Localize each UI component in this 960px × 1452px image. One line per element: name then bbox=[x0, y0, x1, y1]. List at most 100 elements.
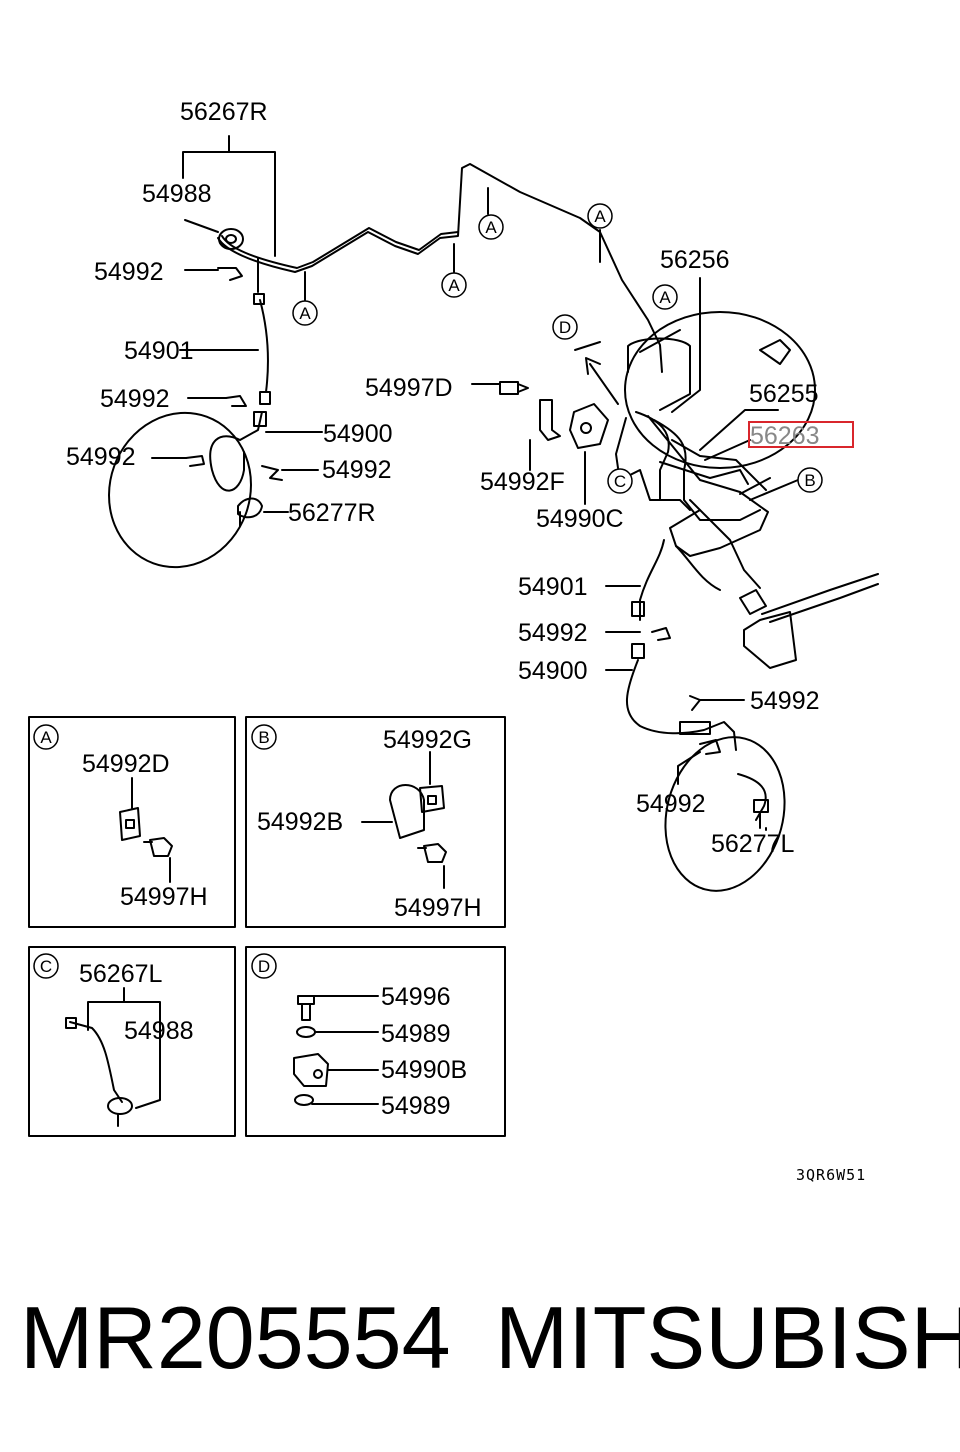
arrow-D-head bbox=[585, 357, 601, 375]
label-56256: 56256 bbox=[660, 246, 730, 274]
label-detD-54996: 54996 bbox=[381, 983, 451, 1011]
label-56277L: 56277L bbox=[711, 830, 795, 858]
rear-clip bbox=[739, 589, 767, 615]
label-56267R: 56267R bbox=[180, 98, 268, 126]
hose-fitting-top-left bbox=[253, 257, 265, 305]
detail-box-B bbox=[245, 716, 506, 928]
bolt-54997D bbox=[499, 381, 529, 395]
washer-detD-2 bbox=[294, 1094, 314, 1106]
callout-A-box-text: A bbox=[40, 728, 52, 747]
callout-A-4 bbox=[587, 203, 613, 229]
label-54988-top: 54988 bbox=[142, 180, 212, 208]
pipe-cluster-5 bbox=[675, 545, 721, 591]
clip-54992-f bbox=[689, 695, 745, 711]
callout-A-5-text: A bbox=[659, 288, 671, 307]
callout-C-main bbox=[607, 468, 633, 494]
clip-detC bbox=[107, 1097, 133, 1115]
leader-56256 bbox=[671, 277, 701, 413]
fitting-detC bbox=[65, 1017, 77, 1029]
label-54992-a: 54992 bbox=[94, 258, 164, 286]
clip-54992-c bbox=[185, 455, 205, 467]
callout-A-5 bbox=[652, 284, 678, 310]
master-cylinder bbox=[627, 337, 691, 411]
block-54990C-hole bbox=[580, 422, 592, 434]
part-number: MR205554 bbox=[20, 1288, 451, 1387]
label-detB-54997H: 54997H bbox=[394, 894, 482, 922]
label-56277R: 56277R bbox=[288, 499, 376, 527]
label-54992-c: 54992 bbox=[66, 443, 136, 471]
hose-54901-left bbox=[257, 277, 269, 393]
label-detA-54992D: 54992D bbox=[82, 750, 170, 778]
label-54900-left: 54900 bbox=[323, 420, 393, 448]
leader-D bbox=[574, 341, 601, 351]
pipe-detC bbox=[69, 1021, 123, 1103]
callout-D-box-text: D bbox=[258, 957, 270, 976]
callout-A-box bbox=[33, 724, 59, 750]
clip-54992-d bbox=[261, 465, 283, 481]
label-detC-54988: 54988 bbox=[124, 1017, 194, 1045]
leader-54988-top bbox=[184, 219, 219, 233]
label-detB-54992B: 54992B bbox=[257, 808, 343, 836]
label-56255: 56255 bbox=[749, 380, 819, 408]
brake-pipe-main bbox=[217, 163, 663, 373]
block-detD-hole bbox=[313, 1069, 323, 1079]
brand-name: MITSUBISHI bbox=[495, 1288, 960, 1387]
callout-B-main bbox=[797, 467, 823, 493]
callout-A-2 bbox=[441, 272, 467, 298]
label-detD-54989a: 54989 bbox=[381, 1020, 451, 1048]
callout-C-main-text: C bbox=[614, 472, 626, 491]
pipe-caliper-right bbox=[737, 773, 767, 821]
bracket-54992F bbox=[539, 399, 561, 441]
pipe-cluster-2 bbox=[653, 419, 761, 521]
label-54900-right: 54900 bbox=[518, 657, 588, 685]
callout-C-box-text: C bbox=[40, 957, 52, 976]
detail-box-D bbox=[245, 946, 506, 1137]
callout-A-3-text: A bbox=[485, 218, 497, 237]
label-56263: 56263 bbox=[750, 422, 820, 450]
pipe-54900-left bbox=[209, 411, 263, 492]
bleeder-56277L bbox=[753, 799, 769, 829]
callout-D-main-text: D bbox=[559, 318, 571, 337]
clip-54992-e bbox=[651, 627, 671, 641]
pipe-54901-right bbox=[639, 539, 665, 621]
booster-outline bbox=[624, 311, 816, 469]
booster-stud bbox=[759, 339, 791, 365]
bolt-detB bbox=[417, 843, 447, 863]
fitting-54900-left bbox=[253, 411, 267, 427]
clip-54992-a bbox=[217, 267, 243, 281]
highlight-56263 bbox=[748, 421, 854, 448]
label-54992-b: 54992 bbox=[100, 385, 170, 413]
callout-A-3 bbox=[478, 214, 504, 240]
leader-56255 bbox=[699, 409, 779, 451]
washer-detD-1 bbox=[296, 1026, 316, 1038]
label-detD-54989b: 54989 bbox=[381, 1092, 451, 1120]
clip-detA bbox=[119, 807, 141, 841]
clip-54988-top-hole bbox=[225, 234, 237, 244]
clip-54992-b bbox=[225, 395, 247, 407]
pipe-cluster-4 bbox=[619, 469, 691, 511]
callout-B-box bbox=[251, 724, 277, 750]
pipe-rear-right bbox=[761, 573, 879, 623]
callout-C-box bbox=[33, 953, 59, 979]
label-54997D: 54997D bbox=[365, 374, 453, 402]
block-detD-54990B bbox=[293, 1053, 329, 1087]
label-detD-54990B: 54990B bbox=[381, 1056, 467, 1084]
clip-detB-1 bbox=[389, 784, 425, 839]
pipe-cluster-3 bbox=[671, 439, 767, 589]
leader-detC bbox=[87, 987, 161, 1109]
callout-A-4-text: A bbox=[594, 207, 606, 226]
fitting-54901-right bbox=[631, 601, 645, 617]
label-detB-54992G: 54992G bbox=[383, 726, 472, 754]
callout-B-main-text: B bbox=[804, 471, 815, 490]
clip-54988-top bbox=[218, 228, 244, 250]
bolt-detA bbox=[143, 837, 173, 857]
caliper-outline-left bbox=[108, 411, 252, 569]
label-54992F: 54992F bbox=[480, 468, 565, 496]
hose-fitting-mid-left bbox=[259, 391, 271, 405]
label-detA-54997H: 54997H bbox=[120, 883, 208, 911]
detail-box-C bbox=[28, 946, 236, 1137]
detail-box-A bbox=[28, 716, 236, 928]
hose-54900-right bbox=[625, 643, 737, 751]
label-54992-e: 54992 bbox=[518, 619, 588, 647]
